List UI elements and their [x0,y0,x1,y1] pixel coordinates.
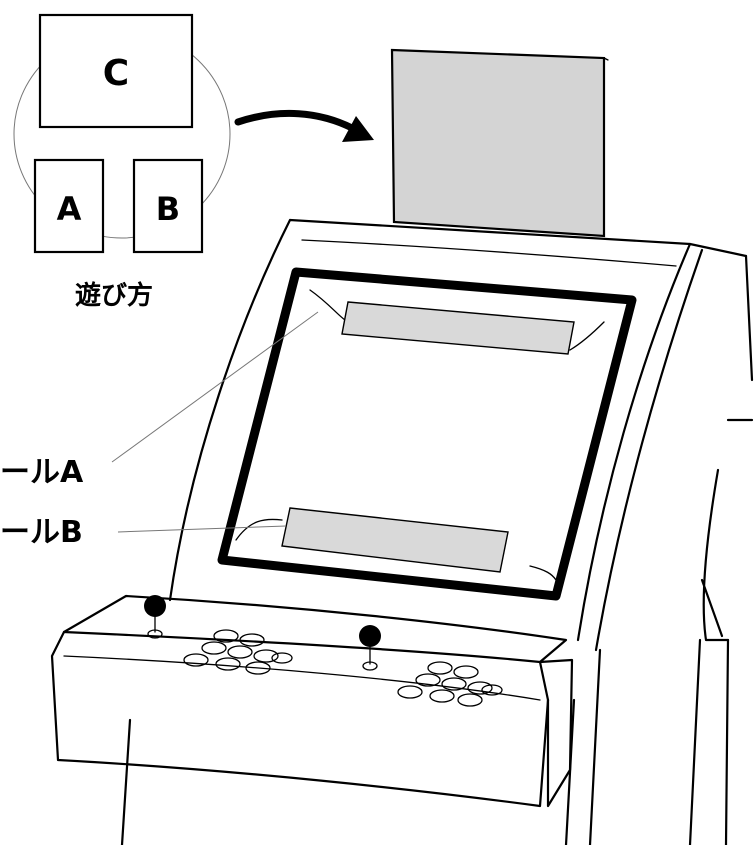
cabinet-top-shell [168,218,748,602]
callout-line-b [117,525,287,533]
card-c-label: C [103,53,129,94]
card-c [38,13,194,129]
joystick-player2 [359,625,381,671]
cabinet-hood-right [576,242,704,652]
joystick-player1 [144,595,166,639]
marquee-face [390,48,606,238]
callout-line-a [111,311,319,463]
screen-bezel-inner [235,289,605,581]
instruction-card-legend: C A B 遊び方 [13,13,231,311]
arrow [234,110,374,142]
legend-caption: 遊び方 [75,280,153,311]
card-b-label: B [156,190,180,228]
arrow-head [342,116,374,142]
control-panel [50,594,574,808]
screen [217,267,637,601]
callout-label-seal-b: ールB [0,515,83,550]
card-a [33,158,105,254]
control-panel-front [50,630,550,808]
cabinet-body [120,218,754,845]
marquee-edge [603,57,609,61]
callouts: ールA ールB [0,311,319,550]
buttons-player2 [397,661,503,707]
callout-label-seal-a: ールA [0,455,84,490]
control-panel-top [62,594,568,664]
cabinet-hood-inner [301,239,677,267]
cabinet-lower-right-edge [724,638,730,845]
marquee-panel [390,48,609,238]
seal-a [341,301,575,355]
arrow-shaft [234,110,356,132]
cabinet-lower-body [120,638,702,845]
control-panel-right-cap [538,658,574,808]
cabinet-side-panel [700,254,754,642]
buttons-player1 [183,629,293,675]
seal-b [281,507,509,573]
card-b [132,158,204,254]
card-a-label: A [57,190,82,228]
